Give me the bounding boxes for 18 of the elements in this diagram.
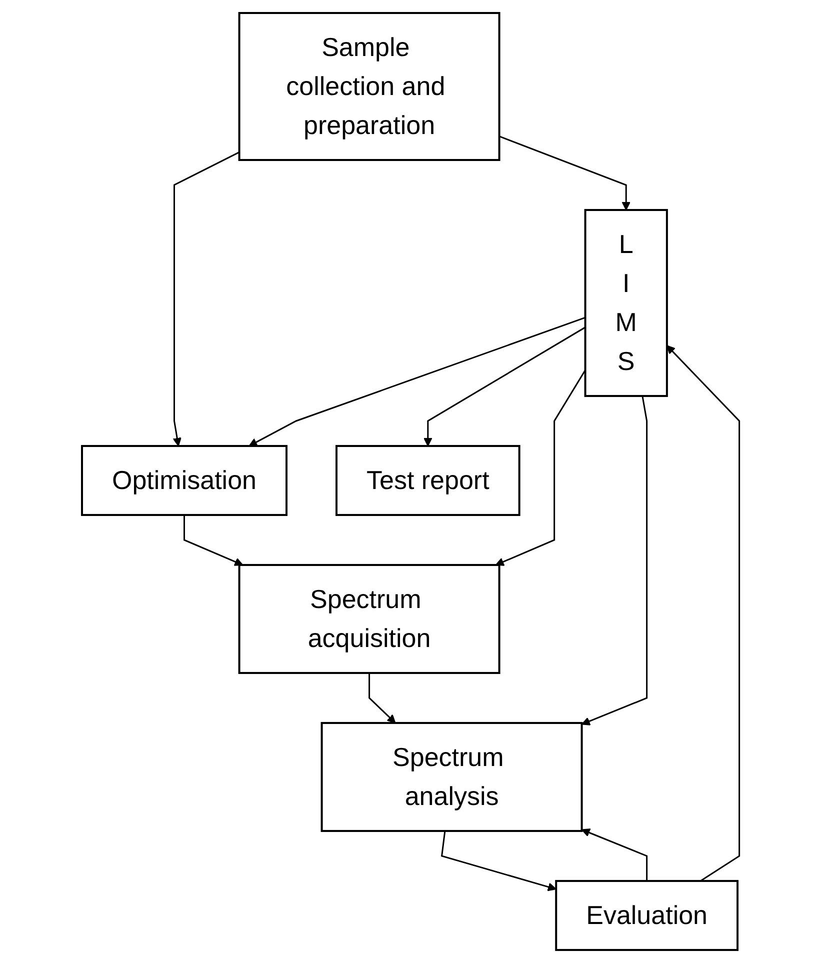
node-box: Spectrum acquisition (238, 564, 500, 674)
arrow (368, 673, 396, 724)
arrow (666, 345, 740, 882)
node-box: Spectrum analysis (320, 722, 583, 832)
node-box: Optimisation (80, 445, 288, 516)
arrow (581, 396, 648, 726)
arrow (495, 370, 586, 566)
node-box: Test report (335, 445, 520, 516)
arrow (423, 326, 586, 446)
arrow (248, 316, 586, 446)
arrow (498, 136, 630, 210)
arrow (172, 152, 240, 446)
arrow (440, 830, 556, 892)
arrow (581, 828, 648, 881)
node-box: Sample collection and preparation (238, 12, 500, 161)
arrow (183, 515, 244, 566)
node-box: Evaluation (554, 880, 738, 951)
node-box: L I M S (584, 209, 668, 397)
